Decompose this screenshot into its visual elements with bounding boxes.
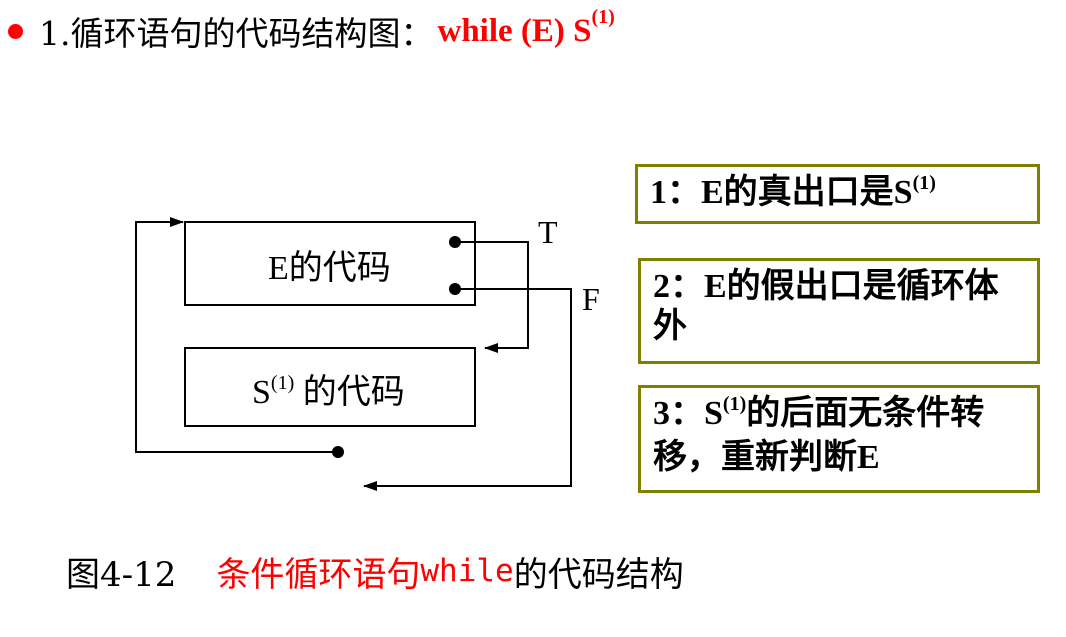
caption-red-text: 条件循环语句 <box>216 554 421 595</box>
box-e <box>184 221 476 306</box>
title-superscript: (1) <box>591 5 615 28</box>
box-s-label: S(1) 的代码 <box>252 372 405 411</box>
figure-caption: 图4-12 条件循环语句 while 的代码结构 <box>66 548 684 595</box>
true-edge-label: T <box>538 214 558 250</box>
false-branch-line <box>363 288 572 491</box>
bullet-icon <box>8 23 23 39</box>
caption-keyword: while <box>420 553 514 589</box>
page-title: 1.循环语句的代码结构图： while (E) S (1) <box>8 6 615 56</box>
note-true-exit: 1：E的真出口是S(1) <box>635 164 1040 224</box>
box-s <box>184 347 476 427</box>
caption-suffix: 的代码结构 <box>513 554 684 595</box>
note-false-exit: 2：E的假出口是循环体外 <box>638 258 1040 364</box>
false-edge-label: F <box>582 281 600 317</box>
true-branch-line <box>455 241 529 353</box>
note-unconditional-jump: 3：S(1)的后面无条件转移，重新判断E <box>638 385 1040 493</box>
title-code: while (E) S <box>437 12 592 49</box>
title-text: 1.循环语句的代码结构图： <box>39 14 434 53</box>
loop-back-line <box>135 217 338 453</box>
caption-number: 图4-12 <box>66 554 177 595</box>
box-e-label: E的代码 <box>268 250 391 287</box>
